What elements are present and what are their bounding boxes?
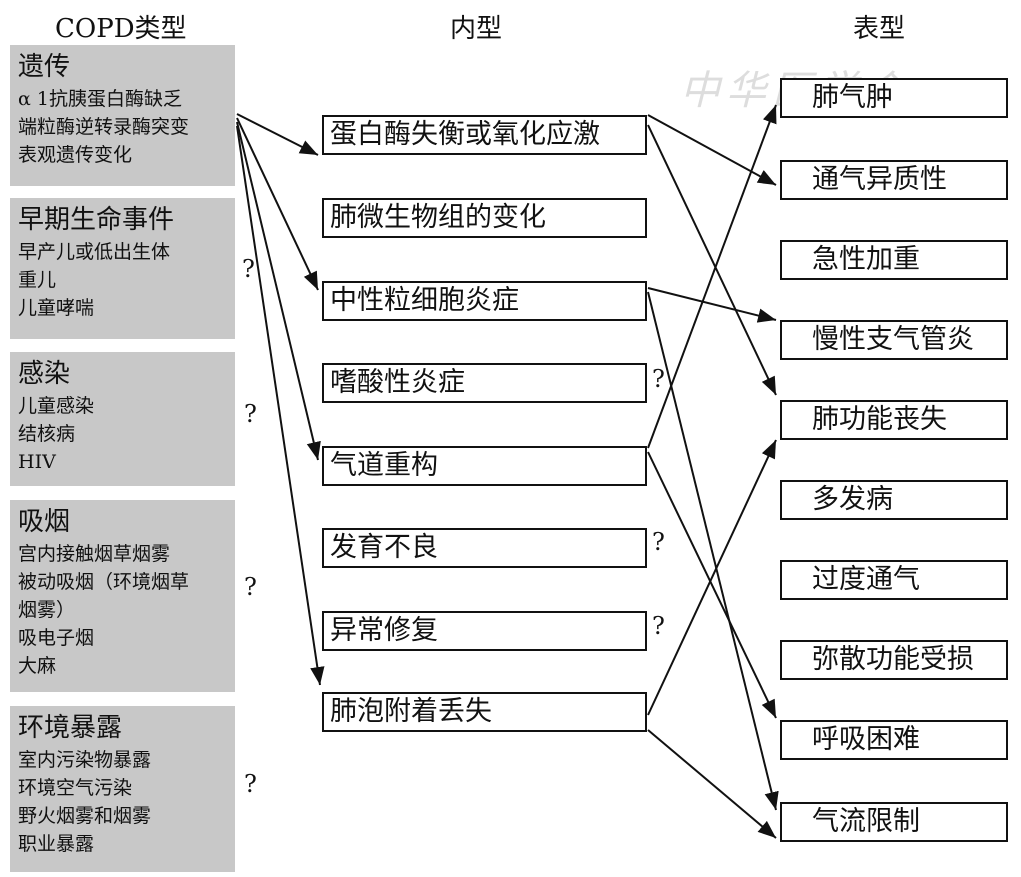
type-box-smoking: 吸烟 宫内接触烟草烟雾 被动吸烟（环境烟草 烟雾） 吸电子烟 大麻: [10, 500, 235, 692]
type-title: 感染: [18, 359, 71, 389]
header-endotypes: 内型: [450, 14, 503, 44]
endotype-box-alveolar-attachment-loss: 肺泡附着丢失: [322, 692, 647, 732]
type-box-environmental: 环境暴露 室内污染物暴露 环境空气污染 野火烟雾和烟雾 职业暴露: [10, 706, 235, 872]
phenotype-box-diffusion-impairment: 弥散功能受损: [780, 640, 1008, 680]
type-item: 宫内接触烟草烟雾: [18, 543, 171, 565]
phenotype-box-airflow-limitation: 气流限制: [780, 802, 1008, 842]
type-item: 职业暴露: [18, 833, 95, 855]
phenotype-box-chronic-bronchitis: 慢性支气管炎: [780, 320, 1008, 360]
type-item: 端粒酶逆转录酶突变: [18, 116, 190, 138]
phenotype-box-hyperinflation: 过度通气: [780, 560, 1008, 600]
type-item: 儿童感染: [18, 395, 95, 417]
question-mark: ?: [652, 612, 665, 640]
endotype-box-protease-oxidative: 蛋白酶失衡或氧化应激: [322, 115, 647, 155]
type-item: 烟雾）: [18, 599, 76, 621]
type-item: 室内污染物暴露: [18, 749, 152, 771]
arrow-genetics-to-airway-remodeling: [236, 121, 321, 461]
phenotype-box-ventilation-heterogeneity: 通气异质性: [780, 160, 1008, 200]
endotype-box-dysplasia: 发育不良: [322, 528, 647, 568]
arrow-remodeling-to-emphysema: [647, 104, 777, 449]
arrow-neutrophilic-to-chronic-bronchitis: [647, 287, 777, 323]
type-item: 重儿: [18, 269, 57, 291]
arrow-genetics-to-neutrophilic: [236, 117, 319, 291]
type-item: HIV: [18, 451, 56, 473]
question-mark: ?: [244, 770, 257, 798]
phenotype-box-dyspnea: 呼吸困难: [780, 720, 1008, 760]
phenotype-box-emphysema: 肺气肿: [780, 78, 1008, 118]
endotype-box-eosinophilic: 嗜酸性炎症: [322, 363, 647, 403]
type-title: 早期生命事件: [18, 205, 175, 235]
arrow-genetics-to-protease: [236, 113, 319, 156]
endotype-box-abnormal-repair: 异常修复: [322, 611, 647, 651]
arrow-neutrophilic-to-airflow: [647, 291, 779, 811]
arrow-alveolar-to-lung-function: [647, 439, 777, 716]
question-mark: ?: [242, 255, 255, 283]
arrow-genetics-to-alveolar-loss: [236, 125, 325, 686]
arrow-alveolar-to-airflow: [647, 729, 777, 839]
type-item: 被动吸烟（环境烟草: [18, 571, 190, 593]
phenotype-box-multimorbidity: 多发病: [780, 480, 1008, 520]
type-item: 野火烟雾和烟雾: [18, 805, 152, 827]
arrow-protease-to-ventilation: [647, 114, 777, 186]
endotype-box-airway-remodeling: 气道重构: [322, 446, 647, 486]
type-item: 吸电子烟: [18, 627, 95, 649]
endotype-box-neutrophilic: 中性粒细胞炎症: [322, 281, 647, 321]
type-item: 儿童哮喘: [18, 297, 95, 319]
question-mark: ?: [652, 365, 665, 393]
type-item: 结核病: [18, 423, 76, 445]
endotype-box-microbiome: 肺微生物组的变化: [322, 198, 647, 238]
question-mark: ?: [244, 573, 257, 601]
header-phenotypes: 表型: [853, 14, 906, 44]
phenotype-box-exacerbation: 急性加重: [780, 240, 1008, 280]
type-item: α 1抗胰蛋白酶缺乏: [18, 88, 182, 110]
header-copd-types: COPD类型: [55, 14, 187, 44]
type-box-genetics: 遗传 α 1抗胰蛋白酶缺乏 端粒酶逆转录酶突变 表观遗传变化: [10, 45, 235, 186]
type-item: 表观遗传变化: [18, 144, 133, 166]
arrow-remodeling-to-dyspnea: [647, 451, 777, 719]
type-item: 环境空气污染: [18, 777, 133, 799]
arrow-protease-to-lung-function: [647, 124, 777, 396]
type-title: 吸烟: [18, 507, 71, 537]
type-item: 早产儿或低出生体: [18, 241, 171, 263]
type-title: 遗传: [18, 52, 71, 82]
type-item: 大麻: [18, 655, 57, 677]
question-mark: ?: [652, 528, 665, 556]
type-box-infection: 感染 儿童感染 结核病 HIV: [10, 352, 235, 486]
question-mark: ?: [244, 400, 257, 428]
type-box-early-life: 早期生命事件 早产儿或低出生体 重儿 儿童哮喘: [10, 198, 235, 339]
type-title: 环境暴露: [18, 713, 123, 743]
phenotype-box-lung-function-loss: 肺功能丧失: [780, 400, 1008, 440]
